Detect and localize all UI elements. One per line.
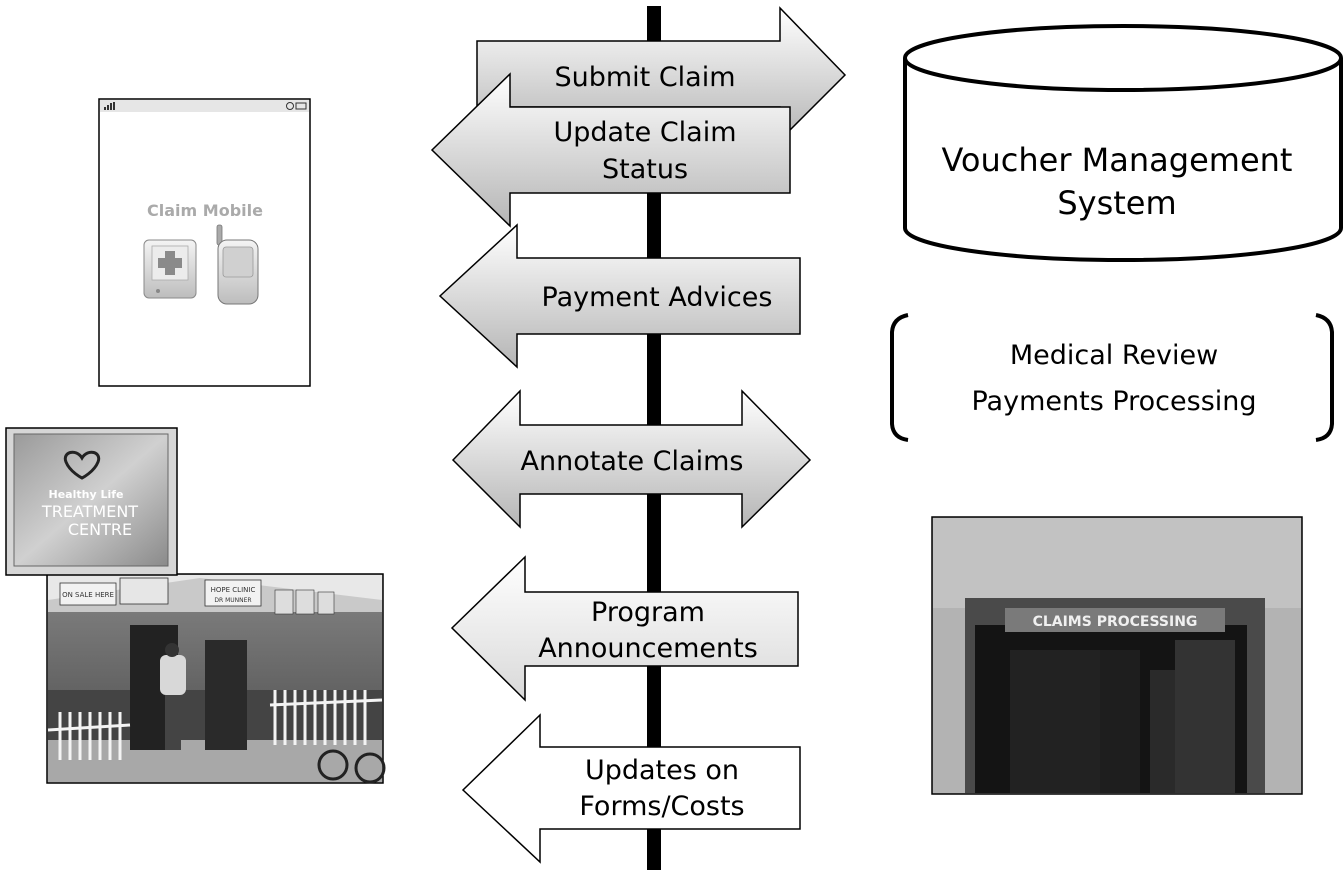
- clinic-sign-3: DR MUNNER: [214, 597, 251, 604]
- program-announcements-label-line1: Program: [591, 597, 705, 628]
- medical-kit-icon: [143, 239, 197, 299]
- arrow-annotate-claims: Annotate Claims: [451, 389, 812, 529]
- signal-icon: [104, 102, 115, 110]
- sign-text-line3: CENTRE: [68, 520, 132, 539]
- arrow-payment-advices: Payment Advices: [438, 223, 801, 369]
- updates-on-forms-label-line1: Updates on: [585, 755, 739, 786]
- voucher-management-database: Voucher Management System: [903, 24, 1343, 262]
- claims-processing-door-photo: CLAIMS PROCESSING: [931, 516, 1303, 795]
- program-announcements-label-line2: Announcements: [538, 633, 758, 664]
- sign-text-line1: Healthy Life: [49, 488, 124, 501]
- arrow-updates-on-forms: Updates on Forms/Costs: [461, 713, 801, 864]
- review-line2: Payments Processing: [971, 386, 1256, 417]
- sign-text-line2: TREATMENT: [41, 502, 138, 521]
- clinic-sign-2: HOPE CLINIC: [211, 586, 256, 594]
- updates-on-forms-label-line2: Forms/Costs: [579, 791, 744, 822]
- review-bracket-box: Medical Review Payments Processing: [890, 313, 1334, 442]
- mobile-phone-icon: [216, 224, 259, 305]
- payment-advices-label: Payment Advices: [542, 282, 773, 313]
- database-label-line2: System: [1057, 184, 1176, 222]
- claim-mobile-phone: Claim Mobile: [98, 98, 311, 387]
- update-claim-status-label-line2: Status: [602, 154, 688, 185]
- review-line1: Medical Review: [1010, 340, 1218, 371]
- treatment-centre-sign-photo: Healthy Life TREATMENT CENTRE: [5, 427, 178, 576]
- update-claim-status-label-line1: Update Claim: [553, 117, 736, 148]
- annotate-claims-label: Annotate Claims: [521, 446, 744, 477]
- database-label-line1: Voucher Management: [942, 141, 1293, 179]
- clinic-sign-1: ON SALE HERE: [62, 591, 114, 599]
- clinic-photo: ON SALE HERE HOPE CLINIC DR MUNNER: [46, 573, 386, 784]
- alarm-icon: [286, 102, 294, 110]
- battery-icon: [295, 102, 307, 110]
- arrow-program-announcements: Program Announcements: [450, 555, 799, 702]
- door-sign-label: CLAIMS PROCESSING: [1033, 614, 1198, 630]
- arrow-update-claim-status: Update Claim Status: [430, 72, 791, 228]
- claim-mobile-title: Claim Mobile: [147, 201, 263, 220]
- submit-claim-label: Submit Claim: [554, 62, 735, 93]
- heart-logo-icon: [63, 450, 101, 480]
